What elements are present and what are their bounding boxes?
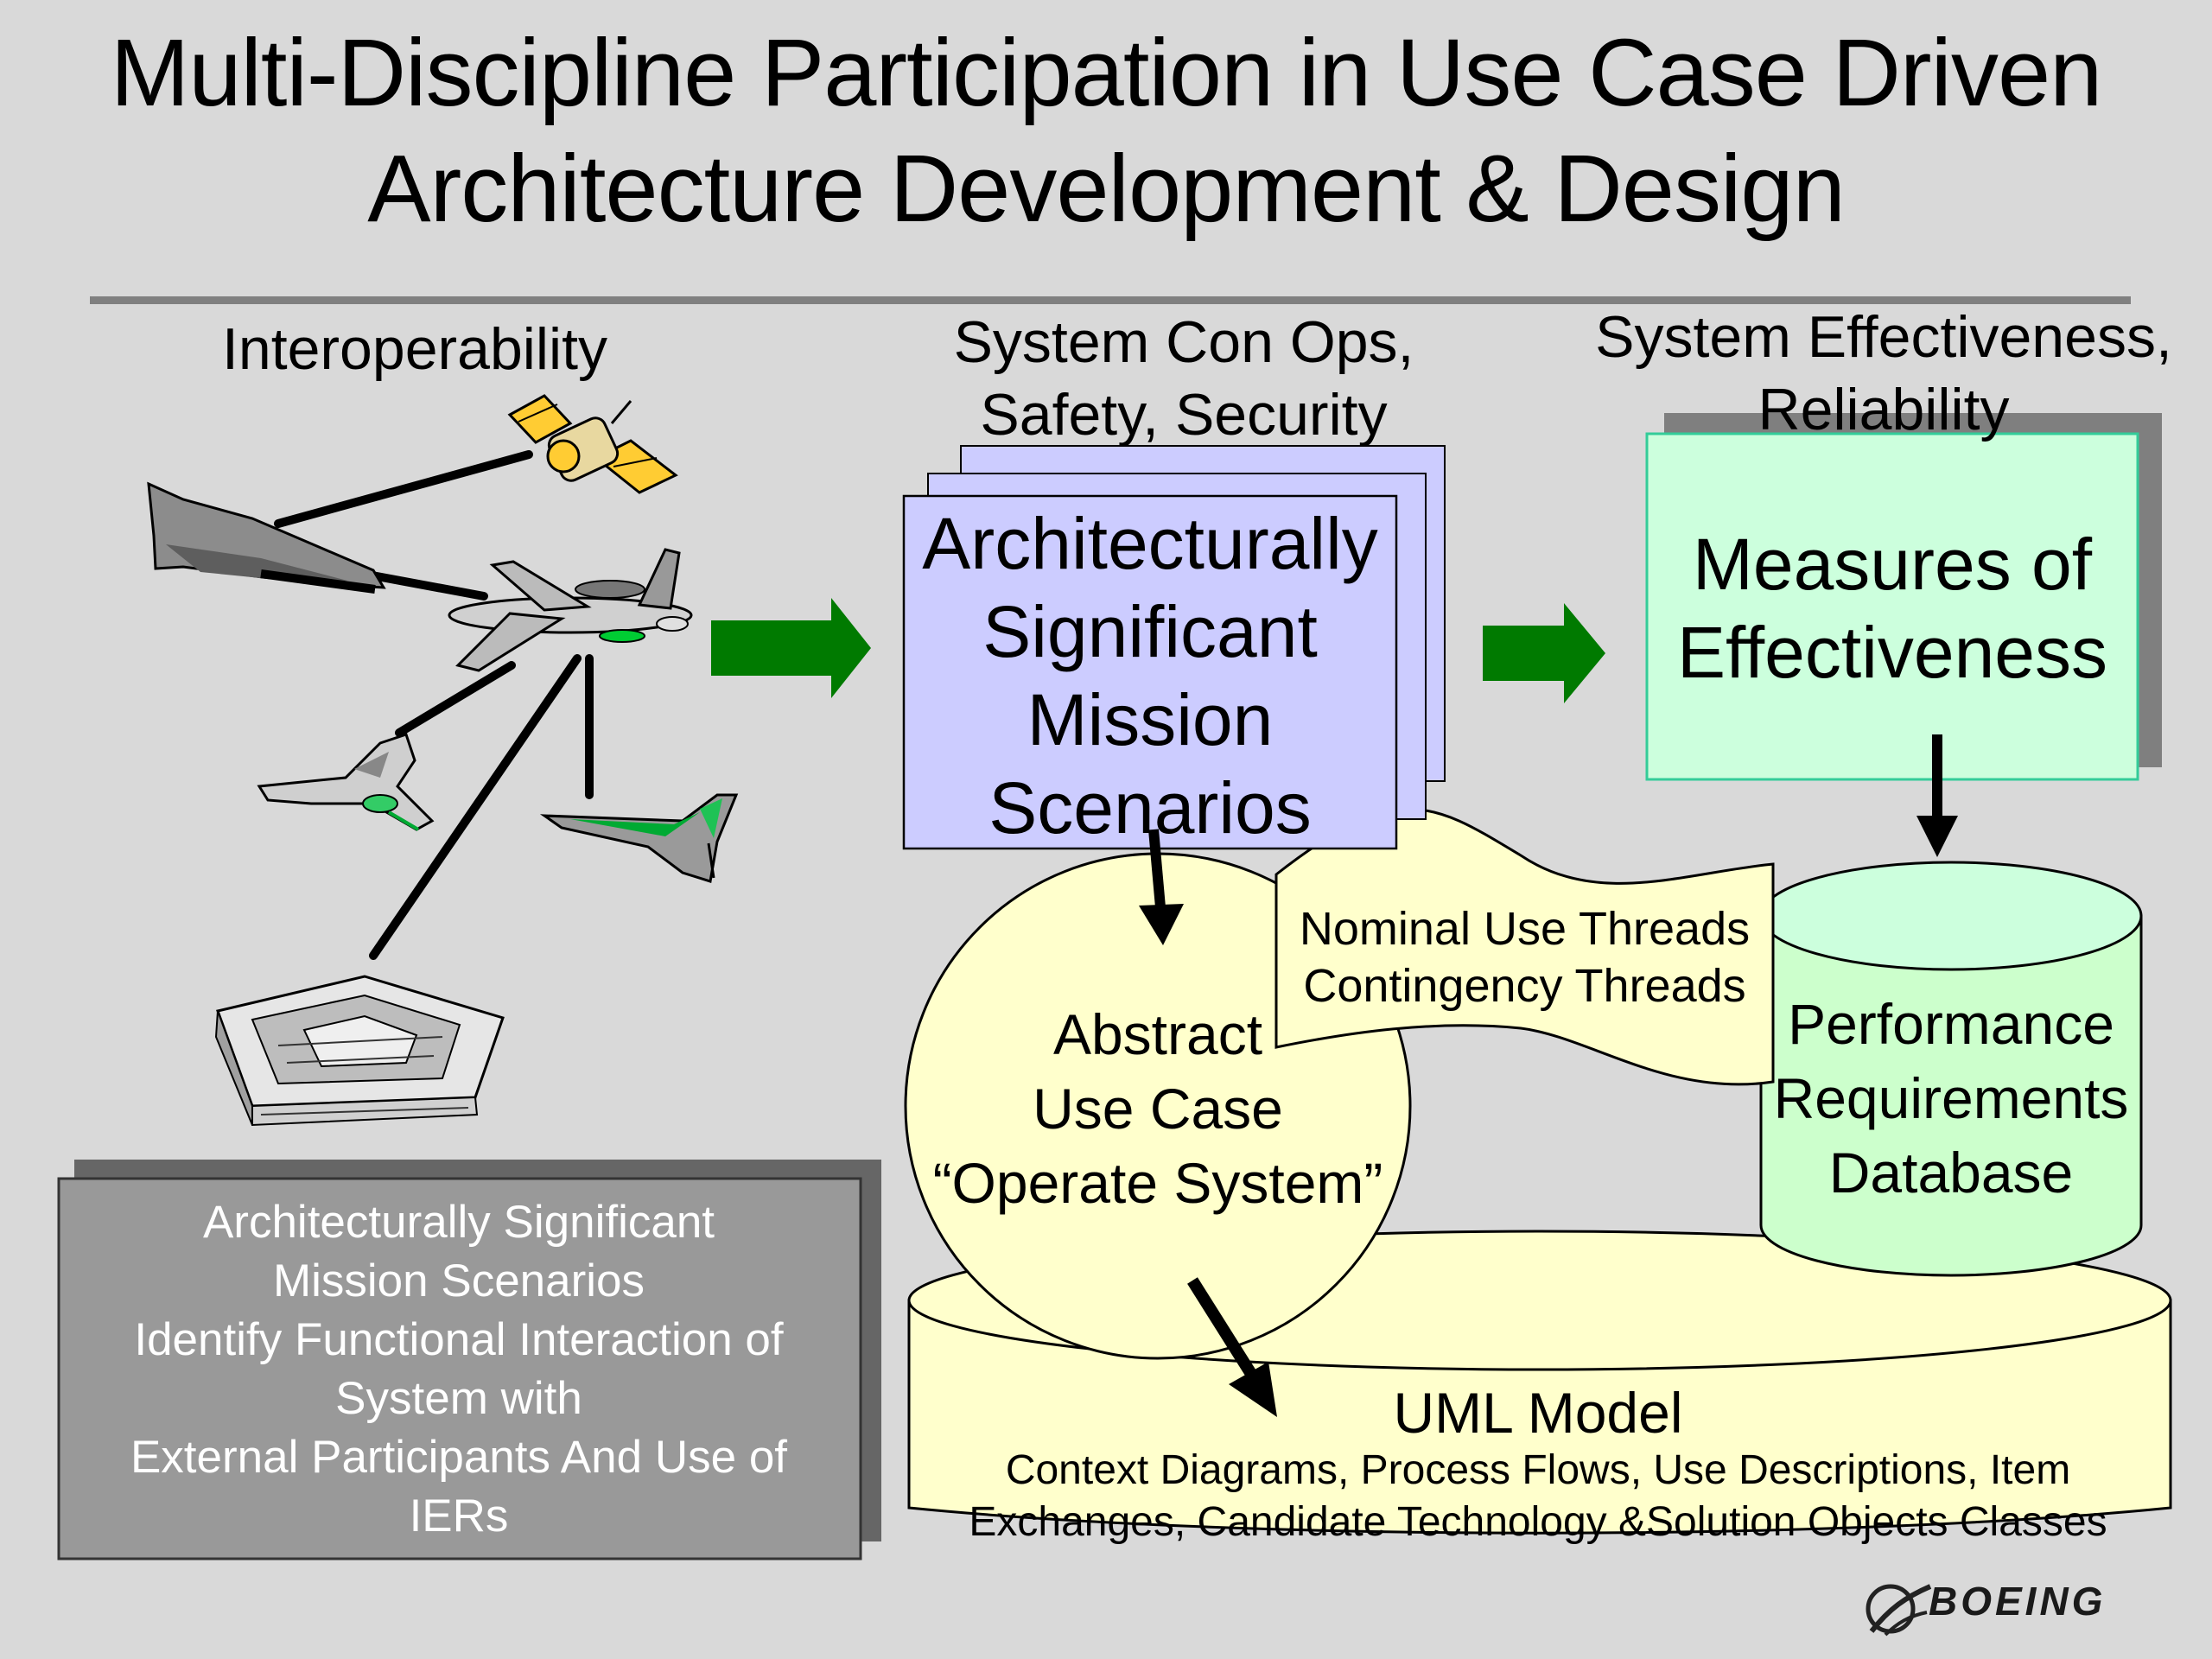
use-case-line2: Use Case (1033, 1077, 1283, 1141)
arrow-scenarios-to-usecase (1139, 829, 1184, 945)
pentagon-building-icon (214, 975, 505, 1127)
scenarios-line2: Significant (982, 591, 1318, 672)
title-line-2: Architecture Development & Design (367, 136, 1846, 242)
awacs-aircraft-icon (448, 548, 693, 672)
arrow-usecase-to-uml (1187, 1277, 1277, 1417)
note-line5: External Participants And Use of (130, 1432, 788, 1483)
threads-line1: Nominal Use Threads (1299, 903, 1751, 955)
boeing-logo-icon (1866, 1584, 1932, 1637)
label-conops-line2: Safety, Security (980, 382, 1388, 448)
use-case-text: Abstract Use Case “Operate System” (899, 997, 1417, 1220)
performance-db-text: Performance Requirements Database (1754, 987, 2148, 1210)
threads-line2: Contingency Threads (1303, 960, 1746, 1012)
use-case-line3: “Operate System” (932, 1151, 1383, 1215)
green-arrow-interop-to-scenarios (711, 598, 871, 698)
measures-line2: Effectiveness (1676, 612, 2108, 693)
label-effectiveness: System Effectiveness, Reliability (1555, 301, 2212, 446)
threads-flag (1274, 808, 1775, 1086)
title-divider (90, 296, 2131, 304)
scenarios-stack (902, 445, 1446, 850)
use-case-line1: Abstract (1052, 1002, 1263, 1066)
stealth-fighter-icon (539, 793, 739, 883)
label-effectiveness-line2: Reliability (1758, 377, 2010, 442)
boeing-logo: BOEING (1858, 1571, 2152, 1640)
note-line1: Architecturally Significant (202, 1197, 715, 1248)
label-conops: System Con Ops, Safety, Security (916, 306, 1452, 451)
arrow-measures-to-db (1916, 734, 1958, 857)
b2-bomber-icon (147, 481, 386, 594)
note-line4: System with (335, 1373, 582, 1424)
label-effectiveness-line1: System Effectiveness, (1595, 304, 2172, 370)
interop-links (274, 450, 594, 960)
threads-text: Nominal Use Threads Contingency Threads (1276, 900, 1773, 1014)
perf-db-line3: Database (1828, 1141, 2074, 1205)
note-line3: Identify Functional Interaction of (134, 1314, 784, 1365)
satellite-icon (507, 394, 678, 494)
green-arrow-scenarios-to-measures (1483, 603, 1605, 703)
uml-line1: Context Diagrams, Process Flows, Use Des… (1005, 1447, 2071, 1493)
note-line6: IERs (409, 1491, 509, 1541)
note-box (57, 1177, 862, 1560)
scenarios-line3: Mission (1027, 679, 1274, 760)
label-conops-line1: System Con Ops, (953, 309, 1414, 375)
title-line-1: Multi-Discipline Participation in Use Ca… (110, 20, 2103, 126)
uml-line2: Exchanges, Candidate Technology &Solutio… (969, 1499, 2107, 1545)
performance-db-cylinder (1759, 861, 2143, 1277)
uml-description: Context Diagrams, Process Flows, Use Des… (916, 1445, 2160, 1548)
note-text: Architecturally Significant Mission Scen… (60, 1182, 857, 1557)
label-interoperability-text: Interoperability (221, 316, 608, 382)
scenarios-text: Architecturally Significant Mission Scen… (904, 499, 1396, 852)
measures-text: Measures of Effectiveness (1647, 520, 2138, 696)
measures-line1: Measures of (1692, 524, 2093, 605)
boeing-logo-text: BOEING (1929, 1579, 2107, 1624)
label-interoperability: Interoperability (207, 313, 622, 385)
perf-db-line2: Requirements (1773, 1066, 2129, 1130)
note-line2: Mission Scenarios (272, 1255, 645, 1306)
perf-db-line1: Performance (1788, 992, 2114, 1056)
fighter-jet-icon (257, 733, 435, 831)
slide-title: Multi-Discipline Participation in Use Ca… (0, 16, 2212, 247)
scenarios-line4: Scenarios (988, 767, 1312, 849)
uml-title: UML Model (1393, 1381, 1683, 1445)
measures-box (1645, 432, 2139, 781)
scenarios-line1: Architecturally (922, 503, 1378, 584)
